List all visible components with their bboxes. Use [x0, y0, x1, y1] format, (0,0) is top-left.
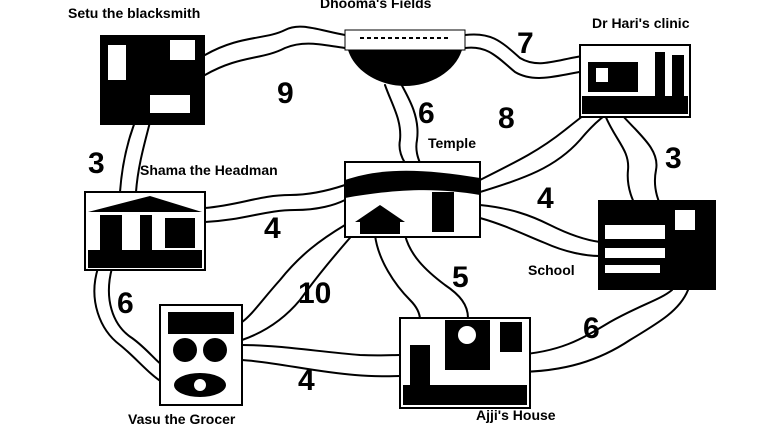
picture-temple	[344, 161, 481, 238]
distance-setu-shama: 3	[88, 147, 105, 180]
place-label-clinic: Dr Hari's clinic	[592, 15, 690, 31]
road-vasu-ajji	[241, 344, 401, 357]
place-label-school: School	[528, 262, 575, 278]
distance-temple-clinic: 8	[498, 102, 515, 135]
road-shama-vasu-edge	[108, 267, 163, 366]
distance-fields-temple: 6	[418, 97, 435, 130]
place-label-fields: Dhooma's Fields	[320, 0, 432, 11]
place-label-vasu: Vasu the Grocer	[128, 411, 236, 427]
road-fields-clinic-edge	[464, 46, 591, 79]
road-shama-vasu	[93, 267, 163, 383]
picture-fields	[344, 29, 466, 86]
picture-ajji	[399, 317, 531, 409]
distance-ajji-school: 6	[583, 312, 600, 345]
road-setu-fields-edge	[204, 42, 346, 76]
road-temple-vasu	[241, 224, 346, 323]
place-label-ajji: Ajji's House	[476, 407, 556, 423]
distance-fields-clinic: 7	[517, 27, 534, 60]
road-vasu-ajji-edge	[241, 359, 401, 378]
place-label-temple: Temple	[428, 135, 476, 151]
picture-clinic	[579, 44, 691, 118]
distance-vasu-ajji: 4	[298, 364, 315, 397]
road-temple-vasu-edge	[241, 231, 356, 341]
place-pictures	[84, 29, 716, 409]
road-temple-school-edge	[479, 217, 601, 257]
distance-temple-vasu: 10	[298, 277, 331, 310]
distance-setu-fields: 9	[277, 77, 294, 110]
road-temple-ajji	[404, 234, 469, 319]
road-setu-shama	[119, 121, 136, 193]
distance-shama-vasu: 6	[117, 287, 134, 320]
picture-setu	[100, 35, 205, 125]
place-label-shama: Shama the Headman	[140, 162, 278, 178]
road-ajji-school	[514, 289, 673, 356]
road-ajji-school-edge	[514, 289, 689, 373]
road-fields-temple	[384, 84, 406, 164]
distance-clinic-school: 3	[665, 142, 682, 175]
place-labels: Setu the blacksmith Dhooma's Fields Dr H…	[68, 0, 690, 427]
distance-temple-school: 4	[537, 182, 554, 215]
road-fields-temple-edge	[399, 81, 421, 164]
road-fields-clinic	[464, 33, 591, 65]
road-temple-clinic-edge	[479, 111, 611, 193]
road-setu-shama-edge	[135, 121, 151, 193]
road-temple-ajji-edge	[374, 234, 421, 321]
roads	[93, 25, 689, 383]
picture-shama	[84, 191, 206, 271]
picture-vasu	[159, 304, 243, 406]
road-shama-temple-edge	[204, 199, 346, 223]
place-label-setu: Setu the blacksmith	[68, 5, 200, 21]
distance-temple-ajji: 5	[452, 261, 469, 294]
road-temple-school	[479, 204, 601, 243]
road-shama-temple	[204, 184, 346, 209]
road-setu-fields	[204, 25, 346, 56]
picture-school	[598, 200, 716, 290]
distance-shama-temple: 4	[264, 212, 281, 245]
distance-labels: 9 7 6 8 3 3 4 4 6 10 5 4 6	[88, 27, 682, 397]
